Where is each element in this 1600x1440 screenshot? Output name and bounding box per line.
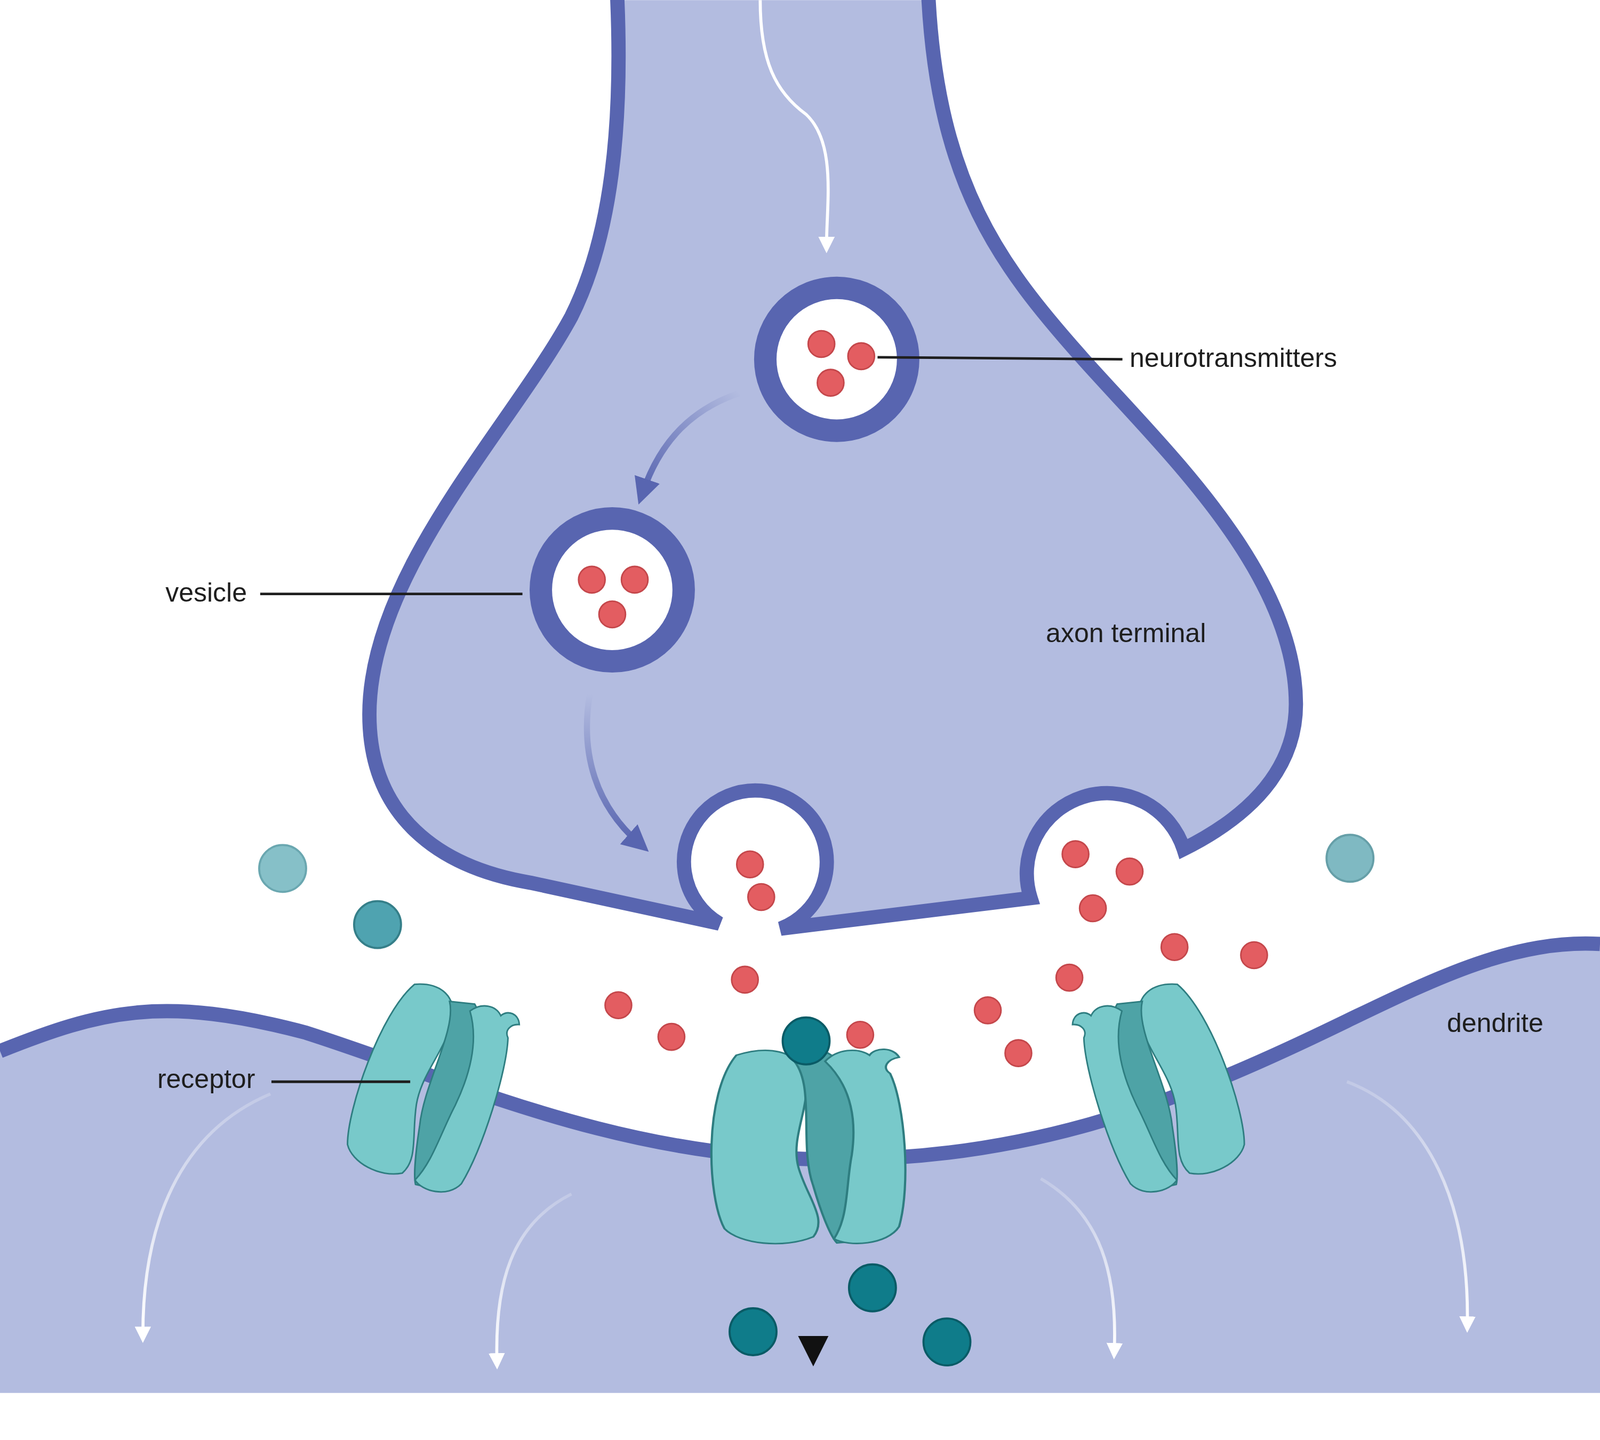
- ion-channel: [711, 1049, 906, 1244]
- signal-arrow: [760, 0, 828, 245]
- part-label: vesicle: [165, 577, 247, 609]
- part-label: neurotransmitters: [1129, 342, 1338, 374]
- leader-lines: [260, 357, 1123, 1082]
- neurotransmitter-molecules: [578, 330, 1268, 1067]
- axon-terminal-body: [369, 0, 1296, 929]
- signal-arrows: [142, 1081, 1468, 1362]
- axon-terminal-membrane: [369, 0, 1296, 929]
- vesicle: [540, 518, 684, 662]
- region-label: axon terminal: [1045, 618, 1206, 650]
- vesicle-path-arrow: [642, 393, 740, 493]
- vesicle: [765, 288, 909, 431]
- ion-flow-arrow: [810, 1071, 816, 1346]
- part-label: receptor: [157, 1064, 255, 1095]
- region-label: dendrite: [1446, 1008, 1544, 1039]
- dendrite-body: [0, 943, 1600, 1394]
- ions: [259, 834, 1374, 1366]
- receptor-protein: [333, 972, 526, 1202]
- receptor-protein: [1065, 972, 1258, 1202]
- vesicle-path-arrow: [587, 693, 639, 843]
